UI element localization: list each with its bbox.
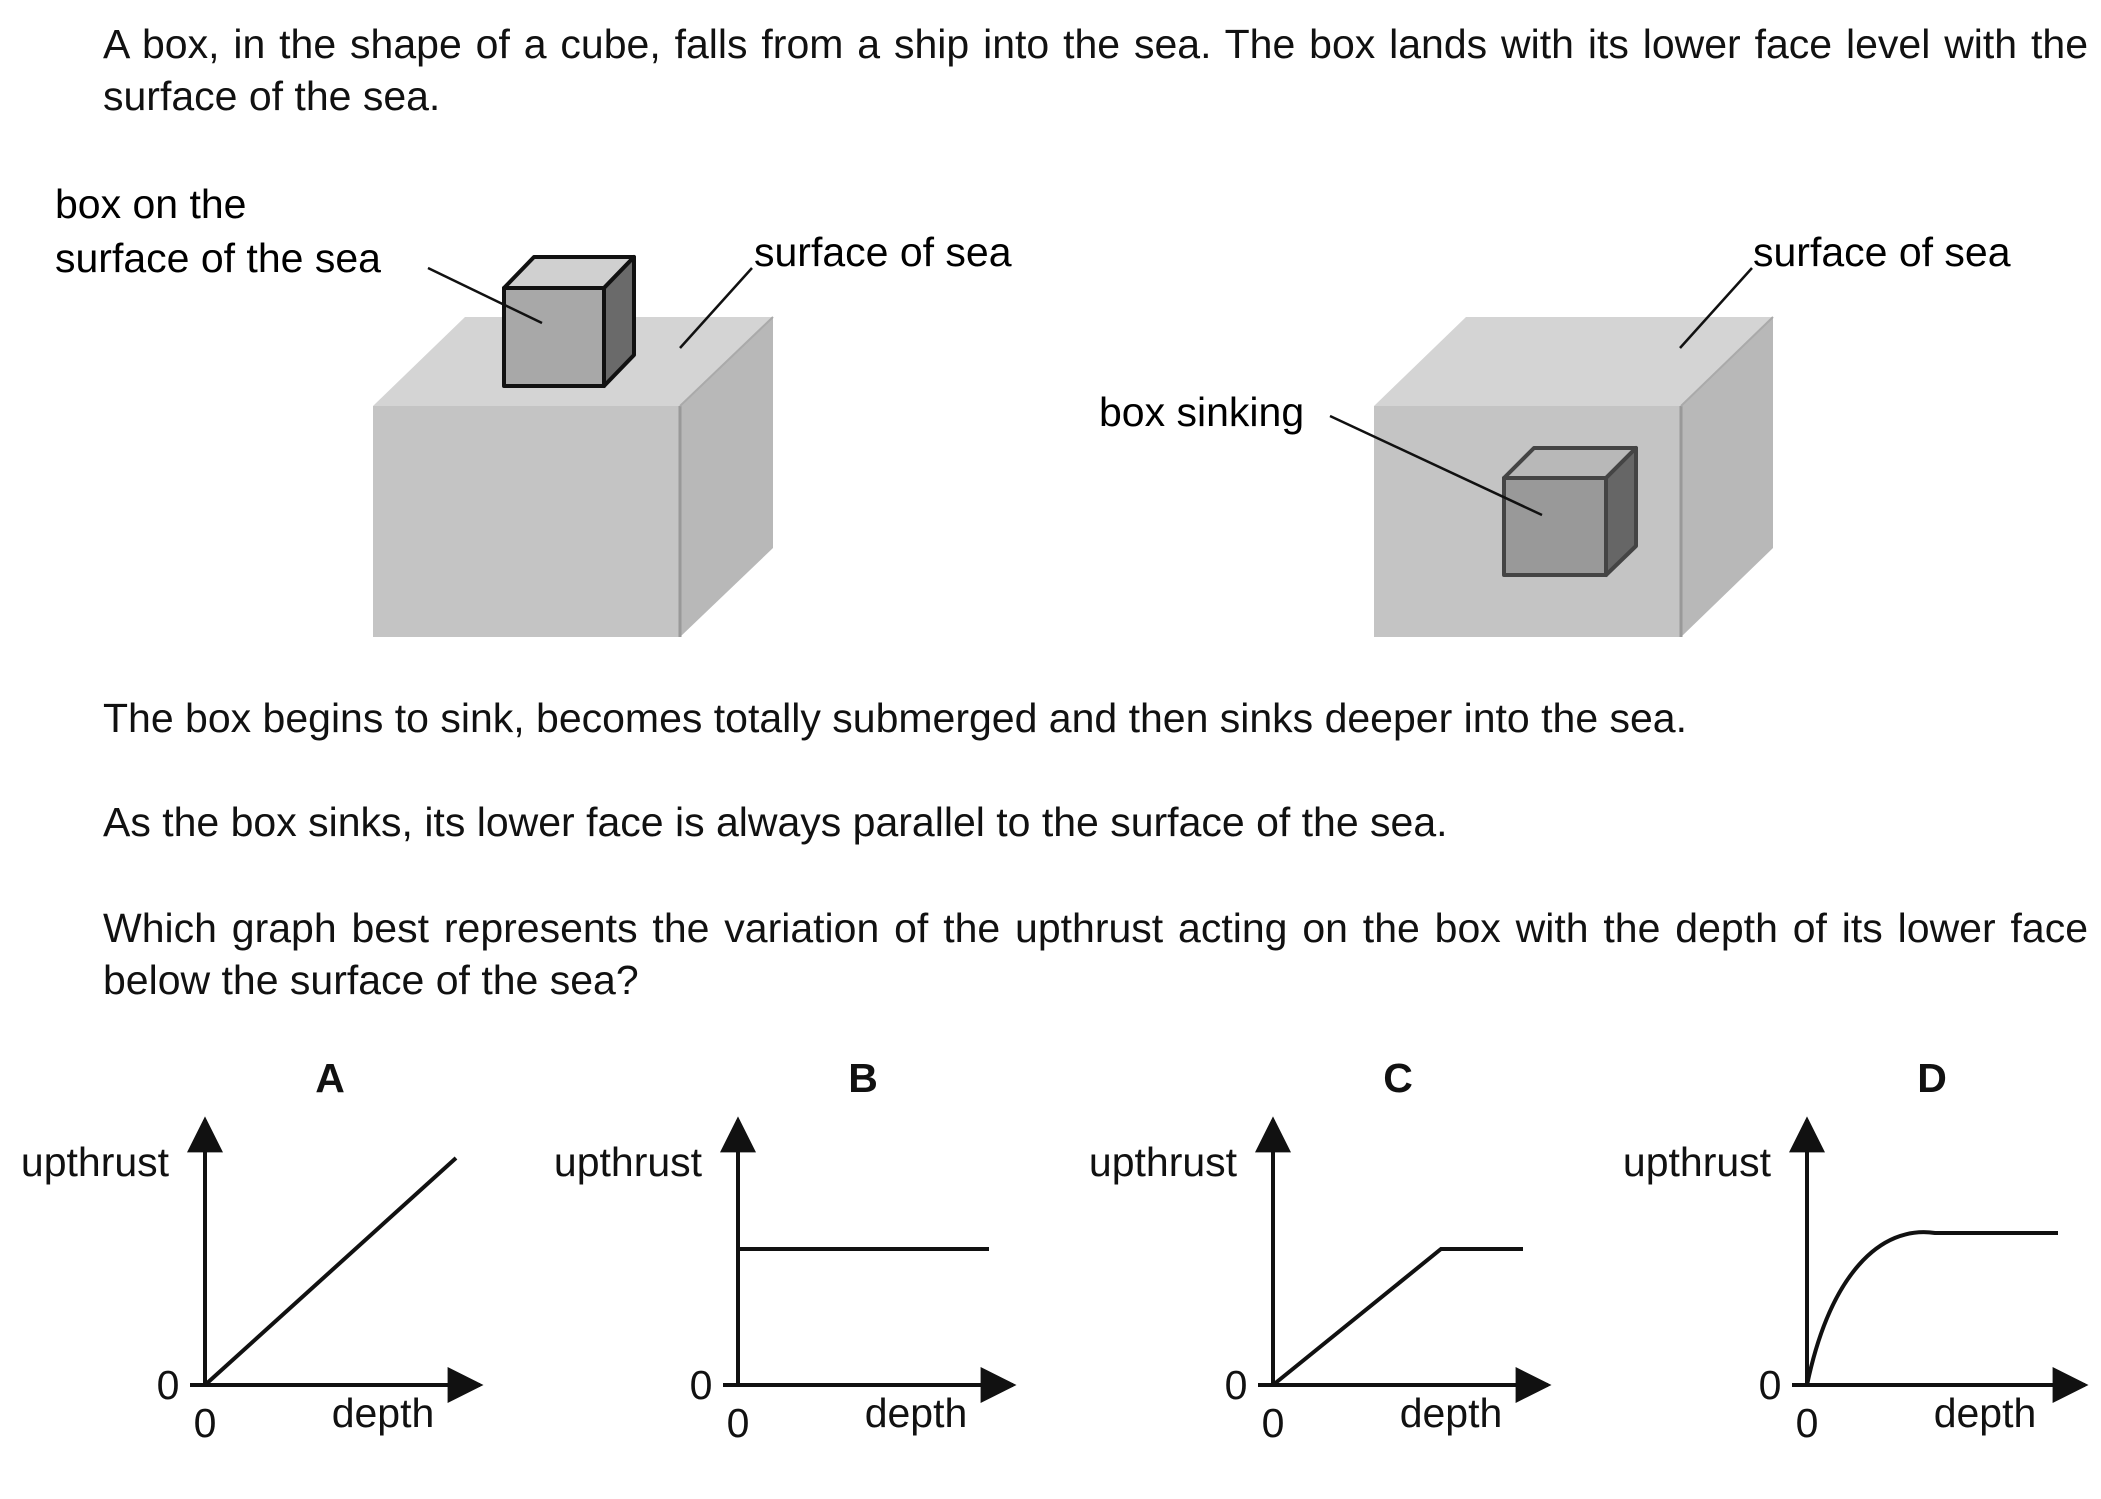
box-on-surface [502,255,636,388]
sea-front-face [373,406,680,637]
option-letter-b: B [848,1055,878,1101]
sea-edge [1680,316,1774,407]
y-axis-label: upthrust [554,1139,703,1185]
label-surface-of-sea-right: surface of sea [1753,229,2011,275]
sea-side-face [1681,317,1773,637]
graph-curve [736,1247,989,1385]
graph-curve [1805,1230,2058,1386]
y-axis-label: upthrust [21,1139,170,1185]
graph-options: A upthrust depth 0 0 B upthrust depth 0 … [21,1055,2089,1446]
option-letter-d: D [1917,1055,1947,1101]
graph-b: B upthrust depth 0 0 [554,1055,1017,1446]
x-origin-label: 0 [727,1400,750,1446]
option-letter-a: A [315,1055,345,1101]
sea-block-left [373,316,774,637]
label-box-on-the: box on the [55,181,247,227]
sea-edge [679,316,774,407]
y-origin-label: 0 [157,1362,180,1408]
y-origin-label: 0 [690,1362,713,1408]
x-axis-label: depth [1400,1390,1503,1436]
question-text: Which graph best represents the variatio… [103,905,2088,1003]
y-axis-label: upthrust [1089,1139,1238,1185]
x-axis-label: depth [332,1390,435,1436]
box-front-face [502,286,606,388]
graph-a: A upthrust depth 0 0 [21,1055,484,1446]
parallel-text: As the box sinks, its lower face is alwa… [103,799,1448,845]
x-axis-label: depth [865,1390,968,1436]
x-axis-label: depth [1934,1390,2037,1436]
graph-curve [1271,1247,1523,1387]
graph-d: D upthrust depth 0 0 [1623,1055,2089,1446]
leader-line-box [427,266,543,325]
option-letter-c: C [1383,1055,1413,1101]
x-origin-label: 0 [194,1400,217,1446]
label-surface-of-sea-left: surface of sea [754,229,1012,275]
leader-line-surface [679,267,753,349]
graph-curve [203,1156,458,1387]
sea-top-face [1374,317,1773,406]
label-box-sinking: box sinking [1099,389,1304,435]
label-surface-of-the-sea: surface of the sea [55,235,381,281]
leader-line-box-sinking [1329,414,1543,517]
box-sinking [1502,446,1638,577]
x-origin-label: 0 [1796,1400,1819,1446]
x-origin-label: 0 [1262,1400,1285,1446]
y-origin-label: 0 [1759,1362,1782,1408]
box-front-face [1502,476,1608,577]
y-axis-label: upthrust [1623,1139,1772,1185]
sea-side-face [680,317,773,637]
intro-text: A box, in the shape of a cube, falls fro… [103,21,2088,119]
leader-line-surface-right [1679,267,1753,349]
graph-c: C upthrust depth 0 0 [1089,1055,1552,1446]
y-origin-label: 0 [1225,1362,1248,1408]
sea-box-figure: box on the surface of the sea surface of… [55,181,2011,637]
sink-text: The box begins to sink, becomes totally … [103,695,1688,741]
